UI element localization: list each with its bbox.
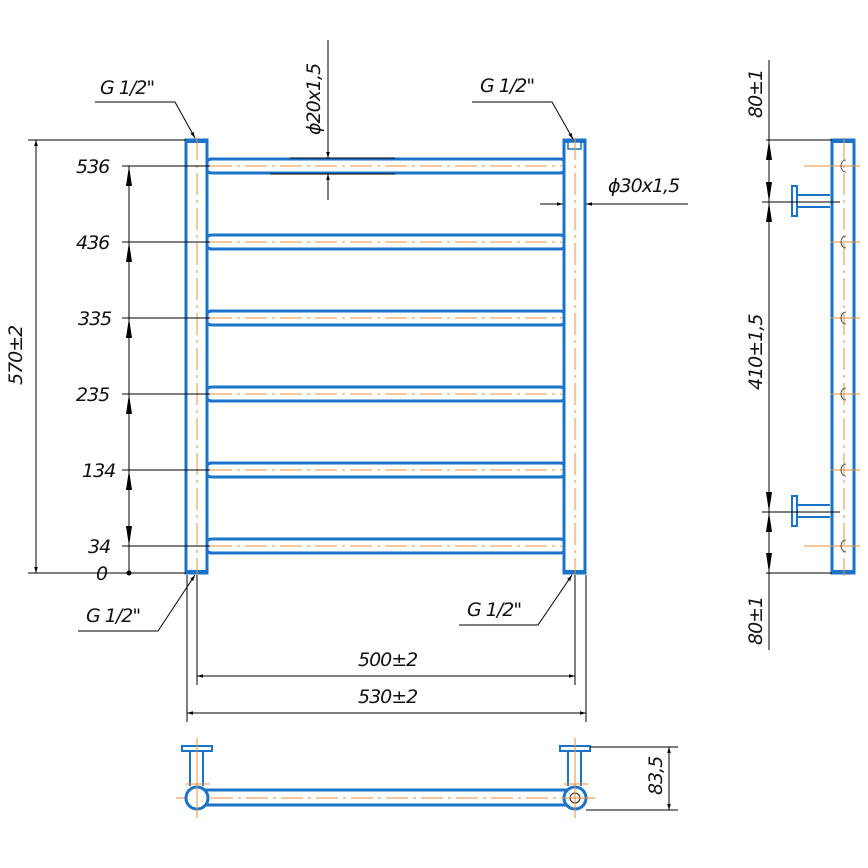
crossbar-diameter-label: ϕ20x1,5 xyxy=(303,63,325,135)
center-distance-label: 500±2 xyxy=(358,649,417,671)
bar-position-dimensions: 536 436 335 235 134 34 0 xyxy=(28,156,210,585)
wall-bracket-bottom xyxy=(791,495,830,527)
overall-width-label: 530±2 xyxy=(358,686,417,708)
side-view: 80±1 410±1,5 80±1 xyxy=(745,60,860,650)
position-label-34: 34 xyxy=(88,536,110,558)
riser-diameter-label: ϕ30x1,5 xyxy=(608,175,680,197)
thread-label-top-left: G 1/2" xyxy=(100,77,154,99)
position-label-536: 536 xyxy=(76,156,110,178)
thread-label-bottom-left: G 1/2" xyxy=(86,605,140,627)
depth-label: 83,5 xyxy=(645,756,667,795)
thread-label-bottom-right: G 1/2" xyxy=(467,599,521,621)
side-riser xyxy=(830,138,856,575)
wall-bracket-top xyxy=(791,185,830,217)
bracket-distance-label: 410±1,5 xyxy=(745,314,767,390)
position-label-134: 134 xyxy=(82,460,115,482)
position-label-235: 235 xyxy=(76,384,110,406)
top-view: 83,5 xyxy=(176,738,678,818)
position-label-0: 0 xyxy=(96,563,108,585)
position-label-335: 335 xyxy=(78,308,112,330)
bottom-offset-label: 80±1 xyxy=(745,597,767,645)
top-offset-label: 80±1 xyxy=(745,70,767,118)
overall-height-label: 570±2 xyxy=(5,326,27,385)
front-view: G 1/2" G 1/2" G 1/2" G 1/2" ϕ20x1,5 ϕ30x… xyxy=(5,40,688,722)
thread-label-top-right: G 1/2" xyxy=(480,75,534,97)
crossbars xyxy=(203,157,569,555)
position-label-436: 436 xyxy=(76,232,110,254)
